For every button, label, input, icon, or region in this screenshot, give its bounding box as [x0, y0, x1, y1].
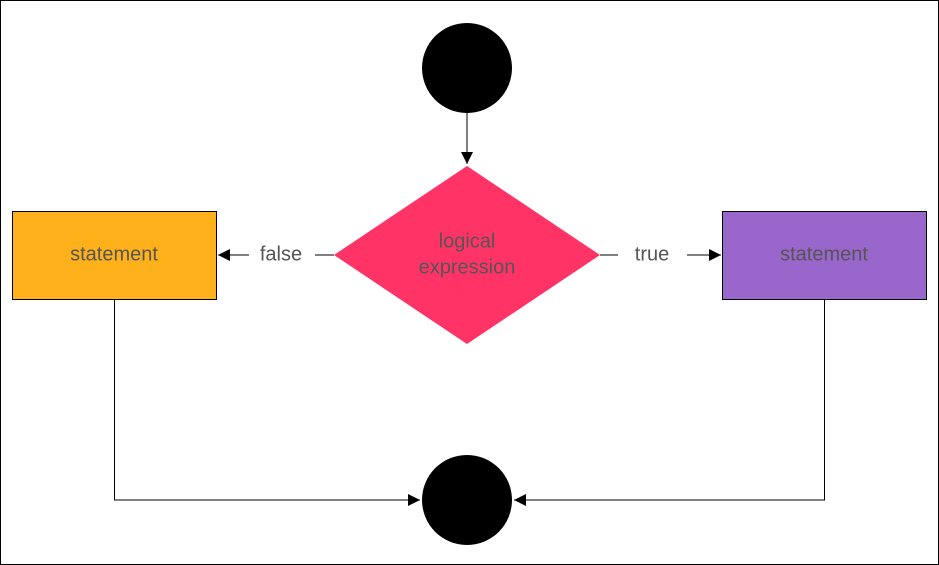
- statement-box-false: [12, 211, 217, 300]
- edge-label-true: true: [635, 243, 669, 265]
- decision-diamond: [334, 166, 600, 344]
- decision-label-line1: logical: [439, 230, 496, 252]
- start-node: [422, 23, 512, 113]
- edge-false-to-end: [114, 300, 420, 506]
- end-node: [422, 455, 512, 545]
- statement-label-false: statement: [70, 243, 158, 265]
- decision-label-line2: expression: [419, 256, 516, 278]
- statement-box-true: [722, 211, 927, 300]
- edge-true-to-end: [514, 300, 825, 506]
- statement-label-true: statement: [780, 243, 868, 265]
- edge-label-false: false: [260, 243, 302, 265]
